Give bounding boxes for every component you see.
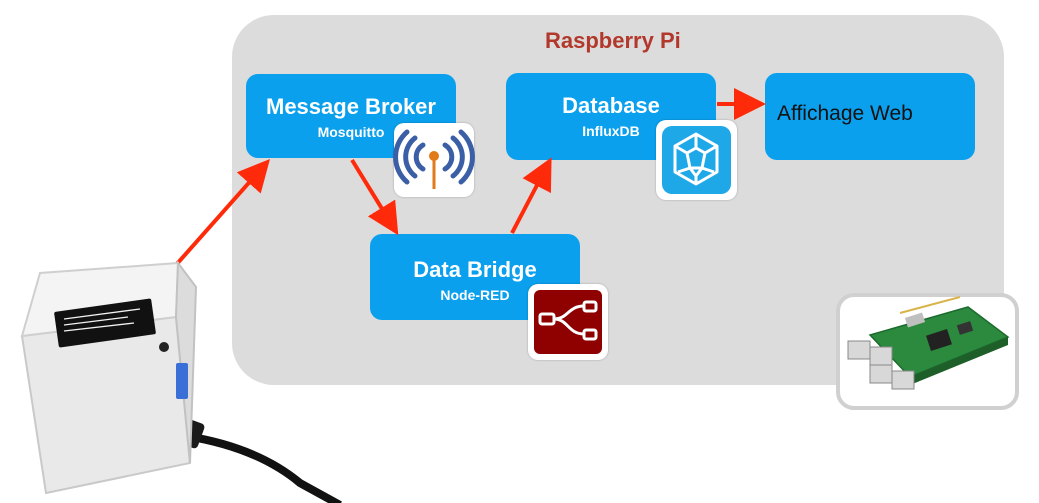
mosquitto-icon bbox=[393, 123, 475, 197]
arrow-bridge-to-database bbox=[510, 157, 552, 234]
arrow-broker-to-bridge bbox=[350, 158, 399, 236]
sensor-device-image bbox=[20, 260, 342, 503]
web-display-title: Affichage Web bbox=[777, 102, 913, 125]
database-subtitle: InfluxDB bbox=[582, 123, 640, 139]
message-broker-title: Message Broker bbox=[266, 94, 436, 119]
message-broker-subtitle: Mosquitto bbox=[317, 124, 385, 140]
influxdb-icon bbox=[656, 120, 737, 200]
diagram-title: Raspberry Pi bbox=[545, 28, 681, 53]
data-bridge-title: Data Bridge bbox=[413, 257, 537, 282]
web-display-node: Affichage Web bbox=[765, 73, 975, 160]
database-title: Database bbox=[562, 93, 660, 118]
data-bridge-subtitle: Node-RED bbox=[440, 287, 510, 303]
node-red-icon bbox=[528, 284, 608, 360]
raspberry-pi-board-image bbox=[836, 293, 1019, 410]
